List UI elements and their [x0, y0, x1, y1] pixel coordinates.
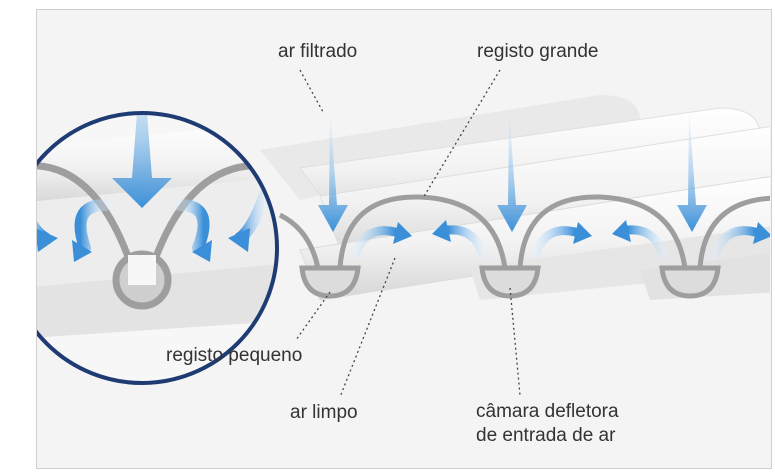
clean-air-arrowheads: [393, 220, 770, 244]
label-registo-grande: registo grande: [477, 41, 599, 62]
filtered-air-arrows: [318, 110, 707, 232]
label-registo-pequeno: registo pequeno: [166, 345, 303, 366]
clean-air-arrows: [350, 225, 760, 260]
small-vanes: [299, 265, 721, 299]
magnifier: [37, 111, 279, 385]
label-ar-filtrado: ar filtrado: [278, 41, 358, 62]
label-ar-limpo: ar limpo: [290, 402, 358, 423]
large-vanes: [278, 194, 770, 269]
label-camara-line2: de entrada de ar: [476, 425, 616, 446]
label-camara-defletora: câmara defletora de entrada de ar: [476, 400, 619, 448]
label-camara-line1: câmara defletora: [476, 401, 619, 422]
